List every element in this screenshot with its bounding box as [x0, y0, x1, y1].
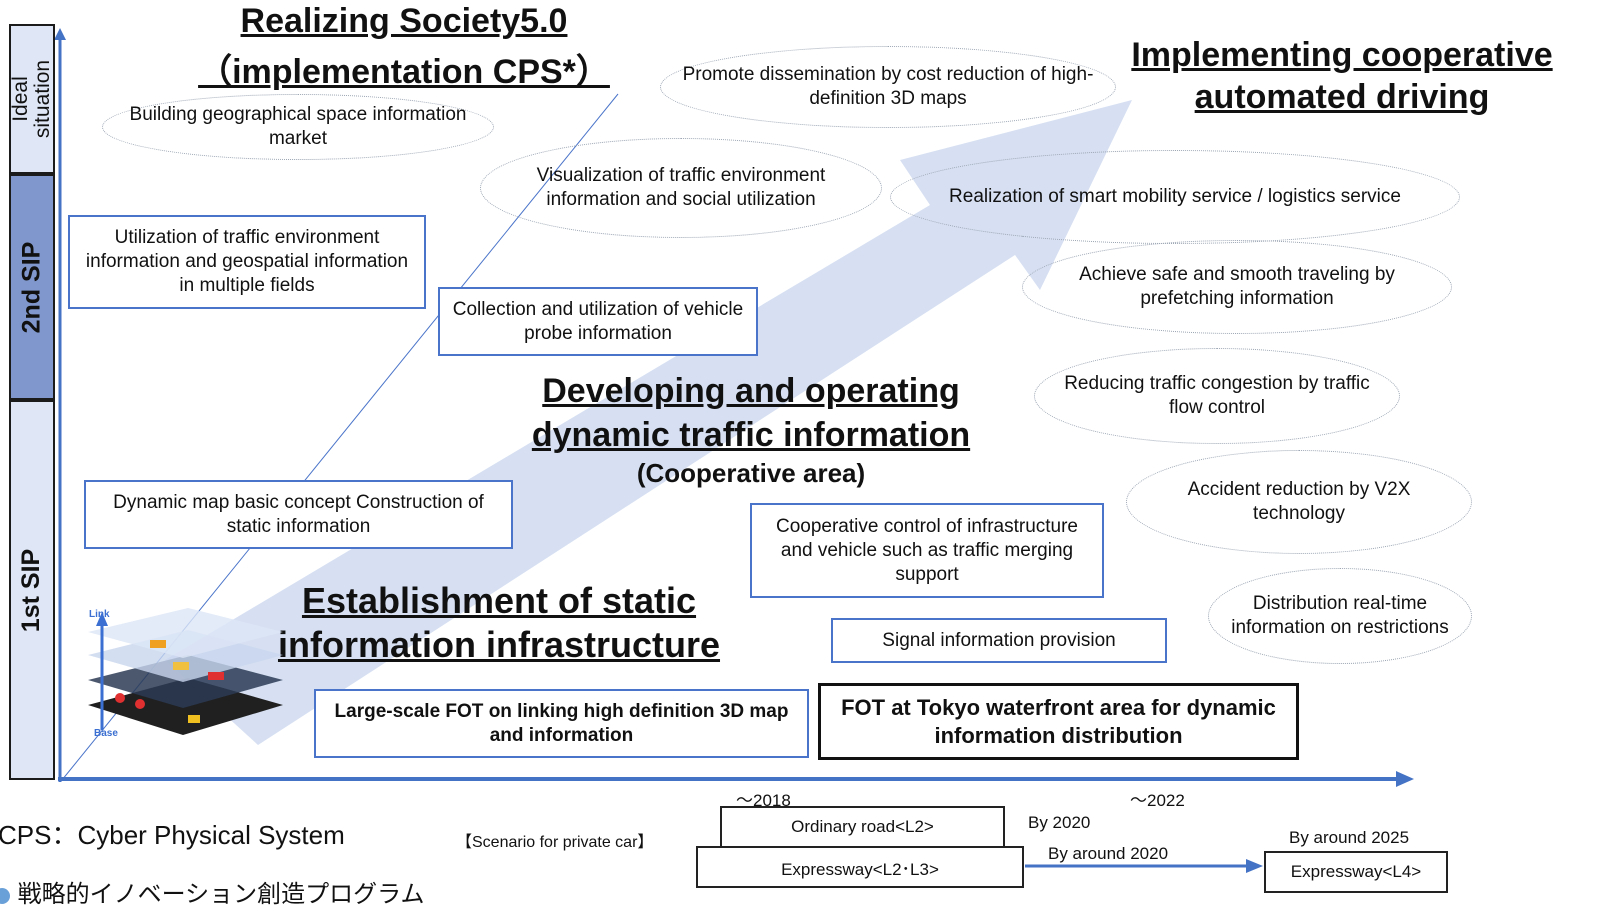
box-utilization: Utilization of traffic environment infor… [68, 215, 426, 309]
dynamic-map-illustration: Link Base [88, 600, 284, 762]
year-2018-label: ～2018 [736, 791, 791, 810]
phase-ideal-situation: Ideal situation [9, 24, 55, 174]
dynamic-heading-line2: dynamic traffic information [531, 416, 971, 454]
program-bullet-icon [0, 887, 10, 904]
map-base-label: Base [94, 728, 118, 739]
box-signal: Signal information provision [831, 618, 1167, 663]
expressway-l4-box: Expressway<L4> [1264, 851, 1448, 893]
by-around-2020-label: By around 2020 [1048, 844, 1169, 863]
box-tokyo-fot: FOT at Tokyo waterfront area for dynamic… [818, 683, 1299, 760]
static-heading-line2: information infrastructure [277, 624, 721, 665]
horizontal-axis-arrowhead [1396, 771, 1414, 787]
timeline-arrowhead [1246, 859, 1263, 873]
phase-2nd-sip: 2nd SIP [9, 174, 55, 400]
box-large-scale-fot: Large-scale FOT on linking high definiti… [314, 689, 809, 758]
ordinary-road-l2-box: Ordinary road<L2> [720, 806, 1005, 848]
map-link-label: Link [89, 609, 110, 620]
expressway-l2-l3-box: Expressway<L2･L3> [696, 846, 1024, 888]
box-probe: Collection and utilization of vehicle pr… [438, 287, 758, 356]
ellipse-geo-market: Building geographical space information … [102, 94, 494, 160]
ellipse-safe-travel: Achieve safe and smooth traveling by pre… [1022, 240, 1452, 334]
map-layers-graphic [88, 608, 283, 735]
society-heading-line1: Realizing Society5.0 [240, 2, 568, 40]
by-around-2025-label: By around 2025 [1289, 828, 1410, 847]
program-name: 戦略的イノベーション創造プログラム [0, 874, 424, 909]
ellipse-distribution: Distribution real-time information on re… [1208, 568, 1472, 664]
ellipse-congestion: Reducing traffic congestion by traffic f… [1034, 348, 1400, 444]
year-2022-label: ～2022 [1130, 791, 1185, 810]
by-2020-label: By 2020 [1028, 813, 1091, 832]
phase-1st-sip: 1st SIP [9, 400, 55, 780]
box-cooperative-control: Cooperative control of infrastructure an… [750, 503, 1104, 598]
ellipse-promote-3d: Promote dissemination by cost reduction … [660, 46, 1116, 128]
cooperative-heading-line1: Implementing cooperative [1131, 36, 1553, 74]
cps-footnote: CPS：Cyber Physical System [0, 820, 345, 850]
ellipse-accident: Accident reduction by V2X technology [1126, 450, 1472, 554]
box-dynamic-map: Dynamic map basic concept Construction o… [84, 480, 513, 549]
dynamic-subheading: (Cooperative area) [636, 458, 866, 488]
cooperative-heading-line2: automated driving [1194, 78, 1490, 116]
program-name-text: 戦略的イノベーション創造プログラム [17, 880, 425, 908]
society-heading-line2: （implementation CPS*） [198, 53, 610, 91]
static-heading-line1: Establishment of static [301, 580, 697, 621]
scenario-label: 【Scenario for private car】 [456, 834, 654, 851]
dynamic-heading-line1: Developing and operating [542, 372, 960, 410]
ellipse-smart-mobility: Realization of smart mobility service / … [890, 150, 1460, 244]
progress-arrow [165, 100, 1132, 745]
ellipse-visualization: Visualization of traffic environment inf… [480, 138, 882, 238]
vertical-axis-arrowhead [54, 28, 66, 40]
